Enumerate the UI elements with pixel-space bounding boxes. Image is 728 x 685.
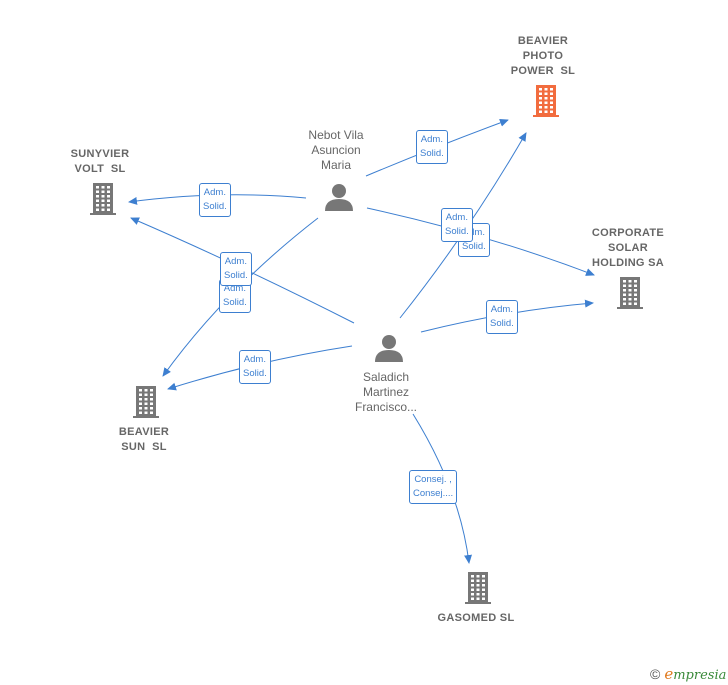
edge-label-line: Adm. [462, 227, 485, 238]
edge-label-line: Consej.... [413, 488, 454, 499]
edge-label-line: Solid. [462, 241, 486, 252]
edge-label-line: Adm. [445, 212, 468, 223]
edge-label-line: Adm. [490, 304, 513, 315]
edge-label-nebot-beavier_photo[interactable]: Adm. Solid. [416, 130, 448, 164]
brand-initial: e [664, 665, 674, 683]
node-label-line: SOLAR [608, 242, 648, 254]
person-icon-nebot[interactable] [325, 184, 353, 211]
edge-label-line: Solid. [203, 201, 227, 212]
icon-layer [90, 85, 643, 604]
building-icon-sunyvier[interactable] [90, 183, 116, 215]
node-label-line: BEAVIER [118, 426, 170, 438]
building-icon-corporate[interactable] [617, 277, 643, 309]
node-label-sunyvier[interactable]: SUNYVIER VOLT SL [55, 147, 145, 177]
edge-label-line: Solid. [243, 368, 267, 379]
brand-name: mpresia [673, 668, 727, 683]
node-label-line: Martinez [362, 385, 409, 399]
edge-label-line: Solid. [490, 318, 514, 329]
edge-label-saladich-sunyvier[interactable]: Adm. Solid. [220, 252, 252, 286]
edge-label-saladich-gasomed[interactable]: Consej. , Consej.... [409, 470, 458, 504]
node-label-line: GASOMED SL [437, 612, 515, 624]
building-icon-beavier_photo[interactable] [533, 85, 559, 117]
edge-label-line: Solid. [223, 297, 247, 308]
node-label-line: VOLT SL [74, 163, 126, 175]
edge-label-nebot-sunyvier[interactable]: Adm. Solid. [199, 183, 231, 217]
edge-label-saladich-beavier_photo[interactable]: Adm. Solid. [441, 208, 473, 242]
edge-label-line: Adm. [223, 283, 246, 294]
edge-label-line: Solid. [445, 226, 469, 237]
edge-label-line: Adm. [224, 256, 247, 267]
node-label-corporate[interactable]: CORPORATE SOLAR HOLDING SA [583, 226, 673, 271]
edge-label-line: Consej. , [414, 474, 452, 485]
edge-label-line: Adm. [203, 187, 226, 198]
edge-label-line: Solid. [420, 148, 444, 159]
building-icon-beavier_sun[interactable] [133, 386, 159, 418]
building-icon-gasomed[interactable] [465, 572, 491, 604]
copyright-footer: ©empresia [650, 665, 726, 683]
node-label-line: Asuncion [311, 143, 361, 157]
edge-label-line: Adm. [420, 134, 443, 145]
node-label-beavier_sun[interactable]: BEAVIER SUN SL [99, 425, 189, 455]
node-label-line: SUN SL [121, 441, 167, 453]
node-label-line: POWER SL [510, 65, 576, 77]
edge-label-saladich-corporate[interactable]: Adm. Solid. [486, 300, 518, 334]
node-label-line: HOLDING SA [591, 257, 665, 269]
node-label-line: Maria [320, 158, 351, 172]
node-label-line: SUNYVIER [70, 148, 130, 160]
node-label-line: PHOTO [522, 50, 564, 62]
node-label-beavier_photo[interactable]: BEAVIER PHOTO POWER SL [498, 34, 588, 79]
edge-label-line: Adm. [243, 354, 266, 365]
node-label-line: Saladich [362, 370, 410, 384]
node-label-gasomed[interactable]: GASOMED SL [426, 611, 526, 626]
person-icon-saladich[interactable] [375, 335, 403, 362]
node-label-line: Nebot Vila [308, 128, 364, 142]
node-label-line: Francisco... [354, 400, 417, 414]
node-label-line: CORPORATE [591, 227, 665, 239]
copyright-symbol: © [650, 666, 661, 682]
node-label-line: BEAVIER [517, 35, 569, 47]
edge-label-line: Solid. [224, 270, 248, 281]
edge-label-saladich-beavier_sun[interactable]: Adm. Solid. [239, 350, 271, 384]
